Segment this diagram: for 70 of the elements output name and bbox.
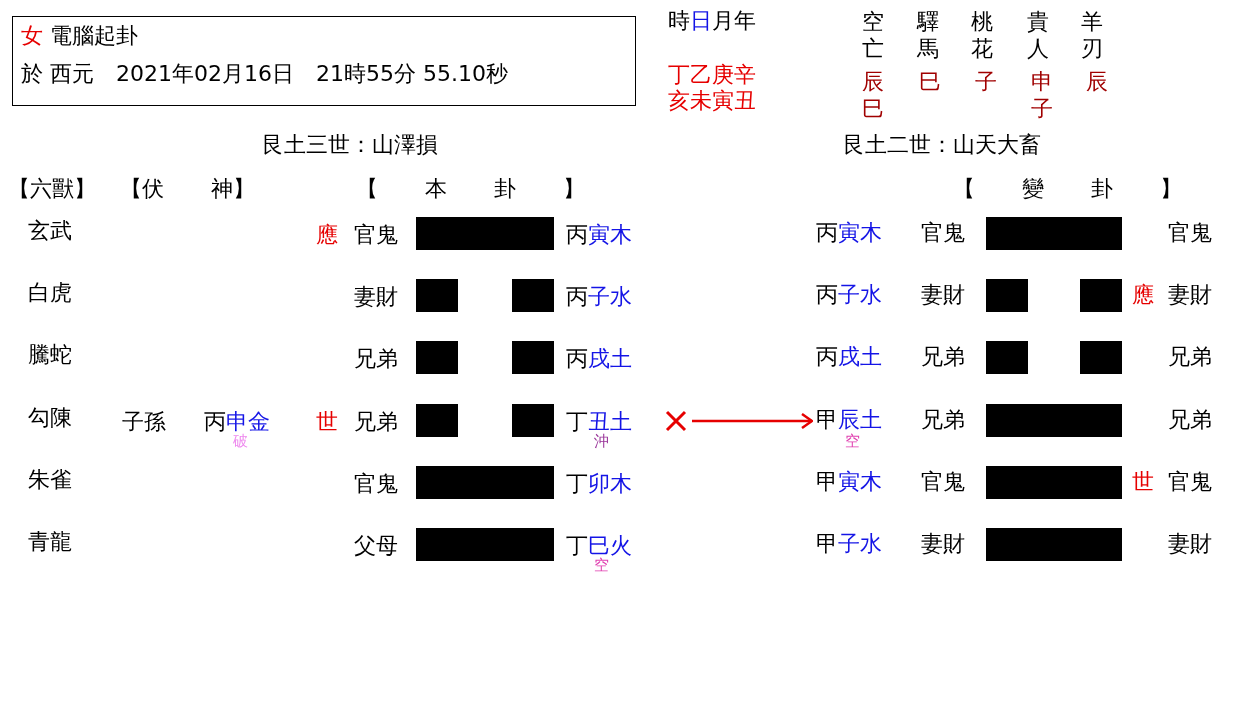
najia-label: 丙申金 (204, 409, 270, 434)
pillar-header: 時日月年 (668, 8, 756, 34)
beast-label: 白虎 (28, 280, 72, 306)
relation-label: 兄弟 (354, 346, 398, 372)
najia-label: 丁卯木 (566, 471, 632, 497)
stem-row: 丁乙庚辛 (668, 62, 756, 88)
hexagram-title: 艮土三世：山澤損 (262, 132, 438, 158)
relation-label: 妻財 (921, 282, 965, 308)
spirit-name: 驛馬 (917, 8, 940, 62)
najia-label: 甲子水 (816, 531, 882, 557)
relation-label: 官鬼 (921, 469, 965, 495)
column-header: 【 本 卦 】 (356, 176, 585, 202)
column-header: 【 變 卦 】 (953, 176, 1182, 202)
spirit-name: 空亡 (862, 8, 885, 62)
beast-label: 青龍 (28, 529, 72, 555)
relation-label: 兄弟 (1168, 344, 1212, 370)
relation-label: 官鬼 (1168, 469, 1212, 495)
spirit-branch: 辰巳 (862, 68, 885, 122)
annotation-mark: 破 (233, 433, 248, 450)
hidden-spirit-label: 子孫 (122, 409, 166, 435)
header-text: 於 西元 2021年02月16日 21時55分 55.10秒 (21, 61, 508, 87)
najia-label: 丙戌土 (566, 346, 632, 372)
annotation-mark: 空 (845, 433, 860, 450)
header-box (12, 16, 636, 106)
najia-label: 丙子水 (566, 284, 632, 310)
spirit-branch: 子 (975, 68, 998, 95)
spirit-name: 羊刃 (1081, 8, 1104, 62)
spirit-branch: 申子 (1031, 68, 1054, 122)
najia-label: 甲辰土 (816, 407, 882, 433)
spirit-name: 貴人 (1027, 8, 1050, 62)
relation-label: 官鬼 (354, 471, 398, 497)
annotation-mark: 沖 (594, 433, 609, 450)
header-text: 女 電腦起卦 (21, 23, 138, 49)
annotation-mark: 空 (594, 557, 609, 574)
relation-label: 官鬼 (921, 220, 965, 246)
najia-label: 丁丑土 (566, 409, 632, 434)
hexagram-title: 艮土二世：山天大畜 (843, 132, 1041, 158)
branch-row: 亥未寅丑 (668, 88, 756, 114)
relation-label: 兄弟 (1168, 407, 1212, 433)
beast-label: 朱雀 (28, 467, 72, 493)
relation-label: 官鬼 (354, 222, 398, 248)
marker-label: 世 (1132, 469, 1154, 495)
najia-label: 丙子水 (816, 282, 882, 308)
relation-label: 妻財 (1168, 531, 1212, 557)
spirit-name: 桃花 (971, 8, 994, 62)
relation-label: 妻財 (1168, 282, 1212, 308)
arrow (692, 412, 814, 430)
najia-label: 丙寅木 (566, 222, 632, 248)
beast-label: 玄武 (28, 218, 72, 244)
marker-label: 應 (316, 222, 338, 248)
marker-label: 世 (316, 409, 338, 435)
column-header: 【伏 神】 (120, 176, 255, 202)
beast-label: 勾陳 (28, 405, 72, 431)
beast-label: 騰蛇 (28, 342, 72, 368)
relation-label: 兄弟 (354, 409, 398, 435)
marker-label: 應 (1132, 282, 1154, 308)
relation-label: 父母 (354, 533, 398, 559)
relation-label: 妻財 (921, 531, 965, 557)
spirit-branch: 巳 (919, 68, 942, 95)
najia-label: 丙戌土 (816, 344, 882, 370)
najia-label: 丁巳火 (566, 533, 632, 558)
column-header: 【六獸】 (8, 176, 96, 202)
spirit-branch: 辰 (1086, 68, 1109, 95)
relation-label: 官鬼 (1168, 220, 1212, 246)
relation-label: 兄弟 (921, 344, 965, 370)
najia-label: 甲寅木 (816, 469, 882, 495)
relation-label: 妻財 (354, 284, 398, 310)
relation-label: 兄弟 (921, 407, 965, 433)
cross-mark (664, 410, 688, 432)
najia-label: 丙寅木 (816, 220, 882, 246)
